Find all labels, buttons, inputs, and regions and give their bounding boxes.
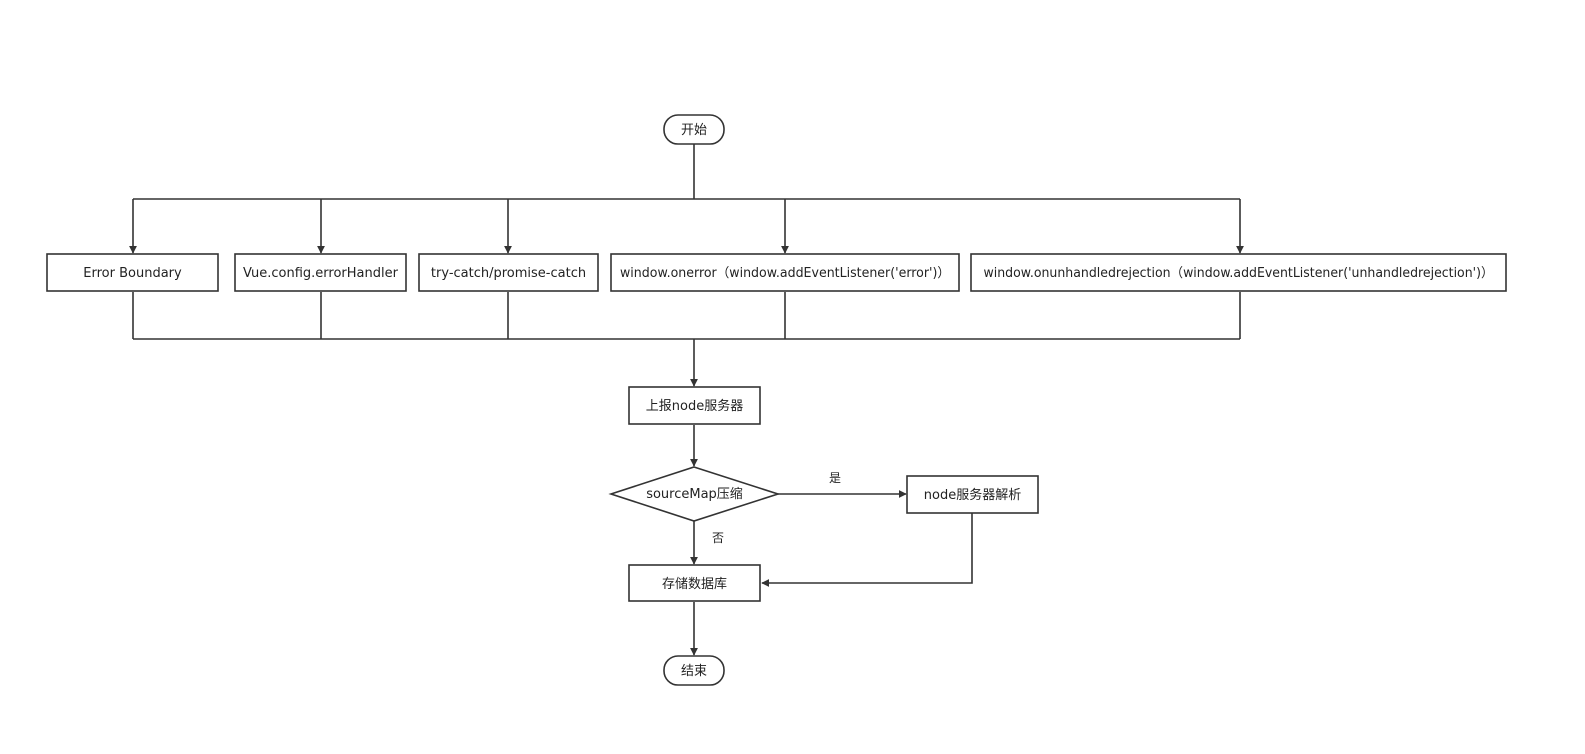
node-vue-error-handler-label: Vue.config.errorHandler xyxy=(243,266,399,281)
node-sourcemap-decision-label: sourceMap压缩 xyxy=(646,486,743,502)
node-store-db-label: 存储数据库 xyxy=(662,576,727,592)
node-node-parse: node服务器解析 xyxy=(906,475,1039,514)
node-sourcemap-decision: sourceMap压缩 xyxy=(608,466,781,522)
node-window-onerror-label: window.onerror（window.addEventListener('… xyxy=(620,266,950,281)
edge-parse-to-store xyxy=(761,513,973,587)
node-end: 结束 xyxy=(663,655,725,686)
node-try-catch-label: try-catch/promise-catch xyxy=(431,266,586,281)
node-end-label: 结束 xyxy=(681,664,707,679)
node-report-node-label: 上报node服务器 xyxy=(646,398,743,414)
node-store-db: 存储数据库 xyxy=(628,564,761,602)
edge-label-no: 否 xyxy=(712,531,724,545)
node-start-label: 开始 xyxy=(681,123,707,138)
node-window-onerror: window.onerror（window.addEventListener('… xyxy=(610,253,960,292)
connectors xyxy=(129,144,1244,656)
node-window-unhandled-label: window.onunhandledrejection（window.addEv… xyxy=(984,266,1494,281)
node-report-node: 上报node服务器 xyxy=(628,386,761,425)
node-try-catch: try-catch/promise-catch xyxy=(418,253,599,292)
node-window-unhandled: window.onunhandledrejection（window.addEv… xyxy=(970,253,1507,292)
node-error-boundary: Error Boundary xyxy=(46,253,219,292)
node-node-parse-label: node服务器解析 xyxy=(924,487,1021,503)
edge-label-yes: 是 xyxy=(829,471,841,485)
node-start: 开始 xyxy=(663,114,725,145)
node-error-boundary-label: Error Boundary xyxy=(83,266,182,281)
node-vue-error-handler: Vue.config.errorHandler xyxy=(234,253,407,292)
